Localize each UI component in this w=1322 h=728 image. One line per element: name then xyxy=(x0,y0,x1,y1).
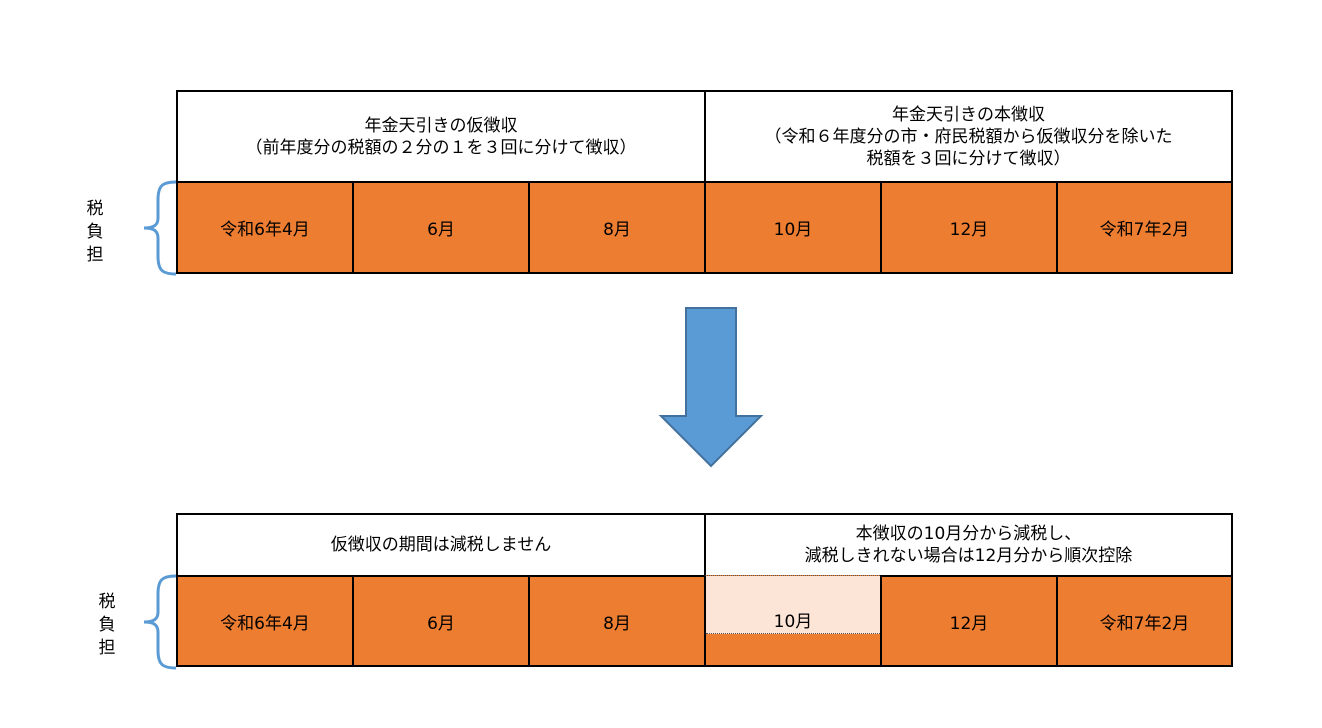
bottom-header-main: 本徴収の10月分から減税し、 減税しきれない場合は12月分から順次控除 xyxy=(704,513,1233,577)
bottom-side-char: 負 xyxy=(98,615,116,635)
top-month-cell: 10月 xyxy=(704,181,882,274)
bottom-month-label: 6月 xyxy=(427,613,455,634)
bottom-month-label: 令和7年2月 xyxy=(1099,613,1190,634)
top-side-char: 担 xyxy=(86,245,104,265)
bottom-side-char: 税 xyxy=(98,592,116,612)
top-month-label: 令和6年4月 xyxy=(220,220,310,240)
bottom-month-cell: 6月 xyxy=(352,575,530,667)
top-header-main-line2: （令和６年度分の市・府民税額から仮徴収分を除いた xyxy=(764,126,1173,147)
bottom-month-label: 10月 xyxy=(773,612,813,632)
bottom-month-cell: 令和6年4月 xyxy=(176,575,354,667)
bottom-header-main-line2: 減税しきれない場合は12月分から順次控除 xyxy=(804,546,1133,566)
top-month-cell: 令和7年2月 xyxy=(1056,181,1233,274)
top-month-cell: 令和6年4月 xyxy=(176,181,354,274)
top-side-char: 負 xyxy=(86,222,104,242)
top-tax-burden-label: 税 負 担 xyxy=(80,198,110,267)
top-header-main: 年金天引きの本徴収 （令和６年度分の市・府民税額から仮徴収分を除いた 税額を３回… xyxy=(704,90,1233,183)
bottom-month-cell: 8月 xyxy=(528,575,706,667)
bottom-month-label: 12月 xyxy=(949,613,989,634)
bottom-month-label: 令和6年4月 xyxy=(220,613,310,634)
bottom-month-cell-reduced: 10月 xyxy=(704,575,882,667)
tax-reduction-area xyxy=(706,576,880,634)
top-month-cell: 12月 xyxy=(880,181,1058,274)
top-month-label: 8月 xyxy=(603,220,631,240)
down-arrow-icon xyxy=(658,307,764,468)
top-month-label: 6月 xyxy=(427,220,455,240)
top-header-provisional-line1: 年金天引きの仮徴収 xyxy=(364,115,518,136)
bottom-side-char: 担 xyxy=(98,638,116,658)
top-header-main-line3: 税額を３回に分けて徴収） xyxy=(866,148,1071,169)
top-header-main-line1: 年金天引きの本徴収 xyxy=(892,104,1045,125)
bottom-month-cell: 12月 xyxy=(880,575,1058,667)
bottom-month-cell: 令和7年2月 xyxy=(1056,575,1233,667)
bottom-header-provisional: 仮徴収の期間は減税しません xyxy=(176,513,706,577)
bottom-tax-burden-label: 税 負 担 xyxy=(92,591,122,660)
curly-brace-icon xyxy=(143,180,177,276)
curly-brace-icon xyxy=(143,574,177,670)
top-header-provisional-line2: （前年度分の税額の２分の１を３回に分けて徴収） xyxy=(245,137,637,158)
bottom-header-provisional-line1: 仮徴収の期間は減税しません xyxy=(330,535,552,555)
top-side-char: 税 xyxy=(86,199,104,219)
top-month-label: 10月 xyxy=(773,220,813,240)
top-month-label: 12月 xyxy=(949,220,989,240)
top-month-cell: 6月 xyxy=(352,181,530,274)
bottom-header-main-line1: 本徴収の10月分から減税し、 xyxy=(855,524,1082,544)
top-month-cell: 8月 xyxy=(528,181,706,274)
top-header-provisional: 年金天引きの仮徴収 （前年度分の税額の２分の１を３回に分けて徴収） xyxy=(176,90,706,183)
bottom-month-label: 8月 xyxy=(603,613,631,634)
top-month-label: 令和7年2月 xyxy=(1099,220,1190,240)
